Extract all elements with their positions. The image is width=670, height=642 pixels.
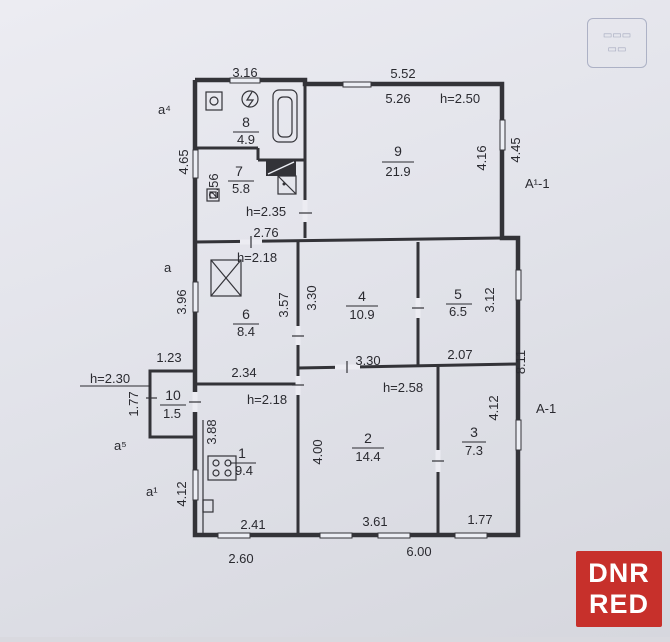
dim-room5-width: 2.07 xyxy=(447,347,472,362)
room-6-area: 8.4 xyxy=(237,324,255,339)
dim-room5-depth: 3.12 xyxy=(482,287,497,312)
dim-left-top: 4.65 xyxy=(176,149,191,174)
dim-room1-depth: 3.88 xyxy=(204,419,219,444)
dim-room2-width: 3.61 xyxy=(362,514,387,529)
room-5-number: 5 xyxy=(454,286,462,302)
label-a5: a⁵ xyxy=(114,438,127,453)
dim-room2-height: h=2.58 xyxy=(383,380,423,395)
dim-room9-depth: 4.16 xyxy=(474,145,489,170)
porch-walls xyxy=(146,369,195,439)
dim-room3-depth: 4.12 xyxy=(486,395,501,420)
dim-right-total: 8.11 xyxy=(513,350,528,374)
dim-room3-width: 1.77 xyxy=(467,512,492,527)
dim-porch-height: h=2.30 xyxy=(90,371,130,386)
cabinet-icon xyxy=(202,499,214,513)
room-10-area: 1.5 xyxy=(163,406,181,421)
dim-porch-depth: 1.77 xyxy=(126,391,141,416)
room-3-area: 7.3 xyxy=(465,443,483,458)
dim-room9-width: 5.26 xyxy=(385,91,410,106)
dim-room2-depth: 4.00 xyxy=(310,439,325,464)
water-heater-icon xyxy=(266,160,297,195)
dim-left-mid: 3.96 xyxy=(174,289,189,314)
dimension-labels: 3.16 5.52 5.26 h=2.50 4.45 4.16 4.65 2.5… xyxy=(80,65,528,566)
dim-room7-depth: 2.56 xyxy=(206,173,221,198)
stamp-mark: ▭▭▭ ▭▭ xyxy=(587,18,647,68)
room-5-area: 6.5 xyxy=(449,304,467,319)
stove-icon xyxy=(210,259,242,297)
fixtures xyxy=(202,89,298,513)
watermark-line-2: RED xyxy=(588,589,649,619)
dim-room6-bottom: 2.34 xyxy=(231,365,256,380)
room-9-number: 9 xyxy=(394,143,402,159)
watermark-logo: DNR RED xyxy=(576,551,662,627)
dim-room1-height: h=2.18 xyxy=(247,392,287,407)
room-4-number: 4 xyxy=(358,288,366,304)
sink-icon xyxy=(206,188,220,202)
room-6-number: 6 xyxy=(242,306,250,322)
room-7-area: 5.8 xyxy=(232,181,250,196)
dim-top-right: 5.52 xyxy=(390,66,415,81)
stamp-line: ▭▭▭ xyxy=(602,30,632,41)
doors xyxy=(189,200,444,472)
room-8-number: 8 xyxy=(242,114,250,130)
label-a4: a⁴ xyxy=(158,102,171,117)
dim-room1-width: 2.41 xyxy=(240,517,265,532)
bathtub-icon xyxy=(272,89,298,143)
room-1-area: 9.4 xyxy=(235,463,253,478)
cooker-icon xyxy=(207,455,237,481)
room-labels: 8 4.9 9 21.9 7 5.8 6 8.4 4 10.9 5 6.5 10… xyxy=(160,114,486,478)
room-10-number: 10 xyxy=(165,387,181,403)
dim-room6-width: 2.76 xyxy=(253,225,278,240)
label-A1-1: A¹-1 xyxy=(525,176,550,191)
dim-right-top: 4.45 xyxy=(508,137,523,162)
room-4-area: 10.9 xyxy=(349,307,374,322)
room-2-area: 14.4 xyxy=(355,449,380,464)
dim-room6-depth: 3.57 xyxy=(276,292,291,317)
room-8-area: 4.9 xyxy=(237,132,255,147)
dim-left-bottom: 4.12 xyxy=(174,481,189,506)
windows xyxy=(192,77,522,539)
dim-room4-width: 3.30 xyxy=(355,353,380,368)
stamp-line: ▭▭ xyxy=(607,44,627,55)
dim-porch-width: 1.23 xyxy=(156,350,181,365)
room-7-number: 7 xyxy=(235,163,243,179)
room-3-number: 3 xyxy=(470,424,478,440)
section-labels: a⁴ a a⁵ a¹ A¹-1 A-1 xyxy=(114,102,556,499)
dim-room4-depth: 3.30 xyxy=(304,285,319,310)
dim-room9-height: h=2.50 xyxy=(440,91,480,106)
dim-room7-height: h=2.35 xyxy=(246,204,286,219)
dim-room6-height: h=2.18 xyxy=(237,250,277,265)
boiler-icon xyxy=(241,90,259,108)
dim-top-left: 3.16 xyxy=(232,65,257,80)
dim-bottom-left: 2.60 xyxy=(228,551,253,566)
toilet-icon xyxy=(205,91,223,111)
label-a: a xyxy=(164,260,172,275)
label-a1: a¹ xyxy=(146,484,158,499)
watermark-line-1: DNR xyxy=(588,558,650,588)
room-2-number: 2 xyxy=(364,430,372,446)
label-A-1: A-1 xyxy=(536,401,556,416)
dim-bottom-right: 6.00 xyxy=(406,544,431,559)
room-1-number: 1 xyxy=(238,445,246,461)
room-9-area: 21.9 xyxy=(385,164,410,179)
